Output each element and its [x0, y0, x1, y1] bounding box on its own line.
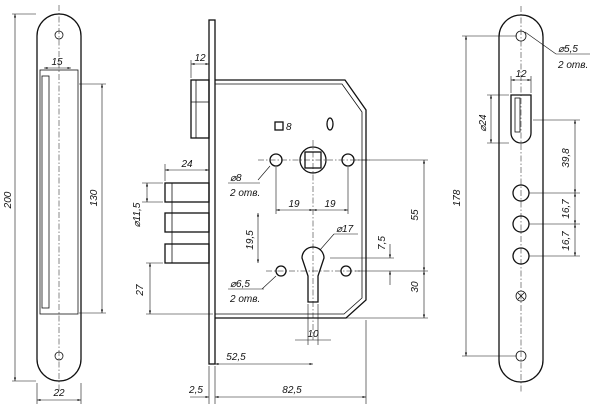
- dia8-note: 2 отв.: [229, 188, 260, 199]
- dim-55-label: 55: [410, 209, 421, 221]
- dim-167a-label: 16,7: [561, 199, 572, 219]
- deadbolt-2: [164, 212, 210, 233]
- left-view: 200 15 130 22: [3, 5, 106, 404]
- dim-15-label: 15: [51, 57, 63, 68]
- dim-525-label: 52,5: [226, 352, 246, 363]
- oval-slot: [326, 117, 334, 131]
- dim-30-label: 30: [410, 281, 421, 293]
- dim-825-label: 82,5: [282, 385, 302, 396]
- dim-195-label: 19,5: [245, 230, 256, 250]
- right-view: ⌀5,5 2 отв. 12 ⌀24 178 39,8 16,7 16,7: [452, 6, 590, 392]
- cylinder-cutout: [301, 246, 325, 303]
- spindle-boss: [299, 146, 327, 174]
- latch-slot: [510, 94, 532, 144]
- latch-bolt: [190, 79, 210, 139]
- latch-slot-inner: [514, 97, 521, 133]
- dia17-label: ⌀17: [336, 224, 354, 235]
- dim-200-label: 200: [3, 191, 14, 209]
- dia65-note: 2 отв.: [229, 294, 260, 305]
- bolt-slot: [39, 69, 79, 315]
- dim-167b-label: 16,7: [561, 231, 572, 251]
- deadbolt-1: [164, 182, 210, 203]
- dim-398-label: 39,8: [561, 148, 572, 168]
- dim-22-label: 22: [52, 388, 65, 399]
- dia24-label: ⌀24: [478, 114, 489, 132]
- side-plate: [208, 19, 216, 365]
- dim-12-label: 12: [515, 69, 527, 80]
- dia115-label: ⌀11,5: [132, 202, 143, 227]
- dia65-label: ⌀6,5: [230, 279, 250, 290]
- lock-case-inner: [215, 83, 363, 315]
- slot-inner-line: [41, 75, 50, 309]
- dim-12-label: 12: [194, 53, 206, 64]
- dia55-note: 2 отв.: [557, 60, 588, 71]
- deadbolt-3: [164, 243, 210, 264]
- dim-25-label: 2,5: [188, 385, 203, 396]
- dim-24-label: 24: [180, 159, 193, 170]
- dim-27-label: 27: [135, 284, 146, 297]
- center-view: 8 12 24 ⌀8 2 отв. 19 19 55: [132, 19, 428, 404]
- dim-130-label: 130: [89, 189, 100, 206]
- square-8-symbol: [274, 121, 284, 131]
- dia8-label: ⌀8: [230, 173, 242, 184]
- dim-19a-label: 19: [288, 199, 300, 210]
- dim-19b-label: 19: [324, 199, 336, 210]
- dia55-label: ⌀5,5: [558, 44, 578, 55]
- dim-178-label: 178: [452, 189, 463, 206]
- dim-10-label: 10: [307, 329, 319, 340]
- sq8-label: 8: [286, 122, 292, 133]
- lock-case-outline: [215, 79, 367, 319]
- dim-75-label: 7,5: [377, 236, 388, 250]
